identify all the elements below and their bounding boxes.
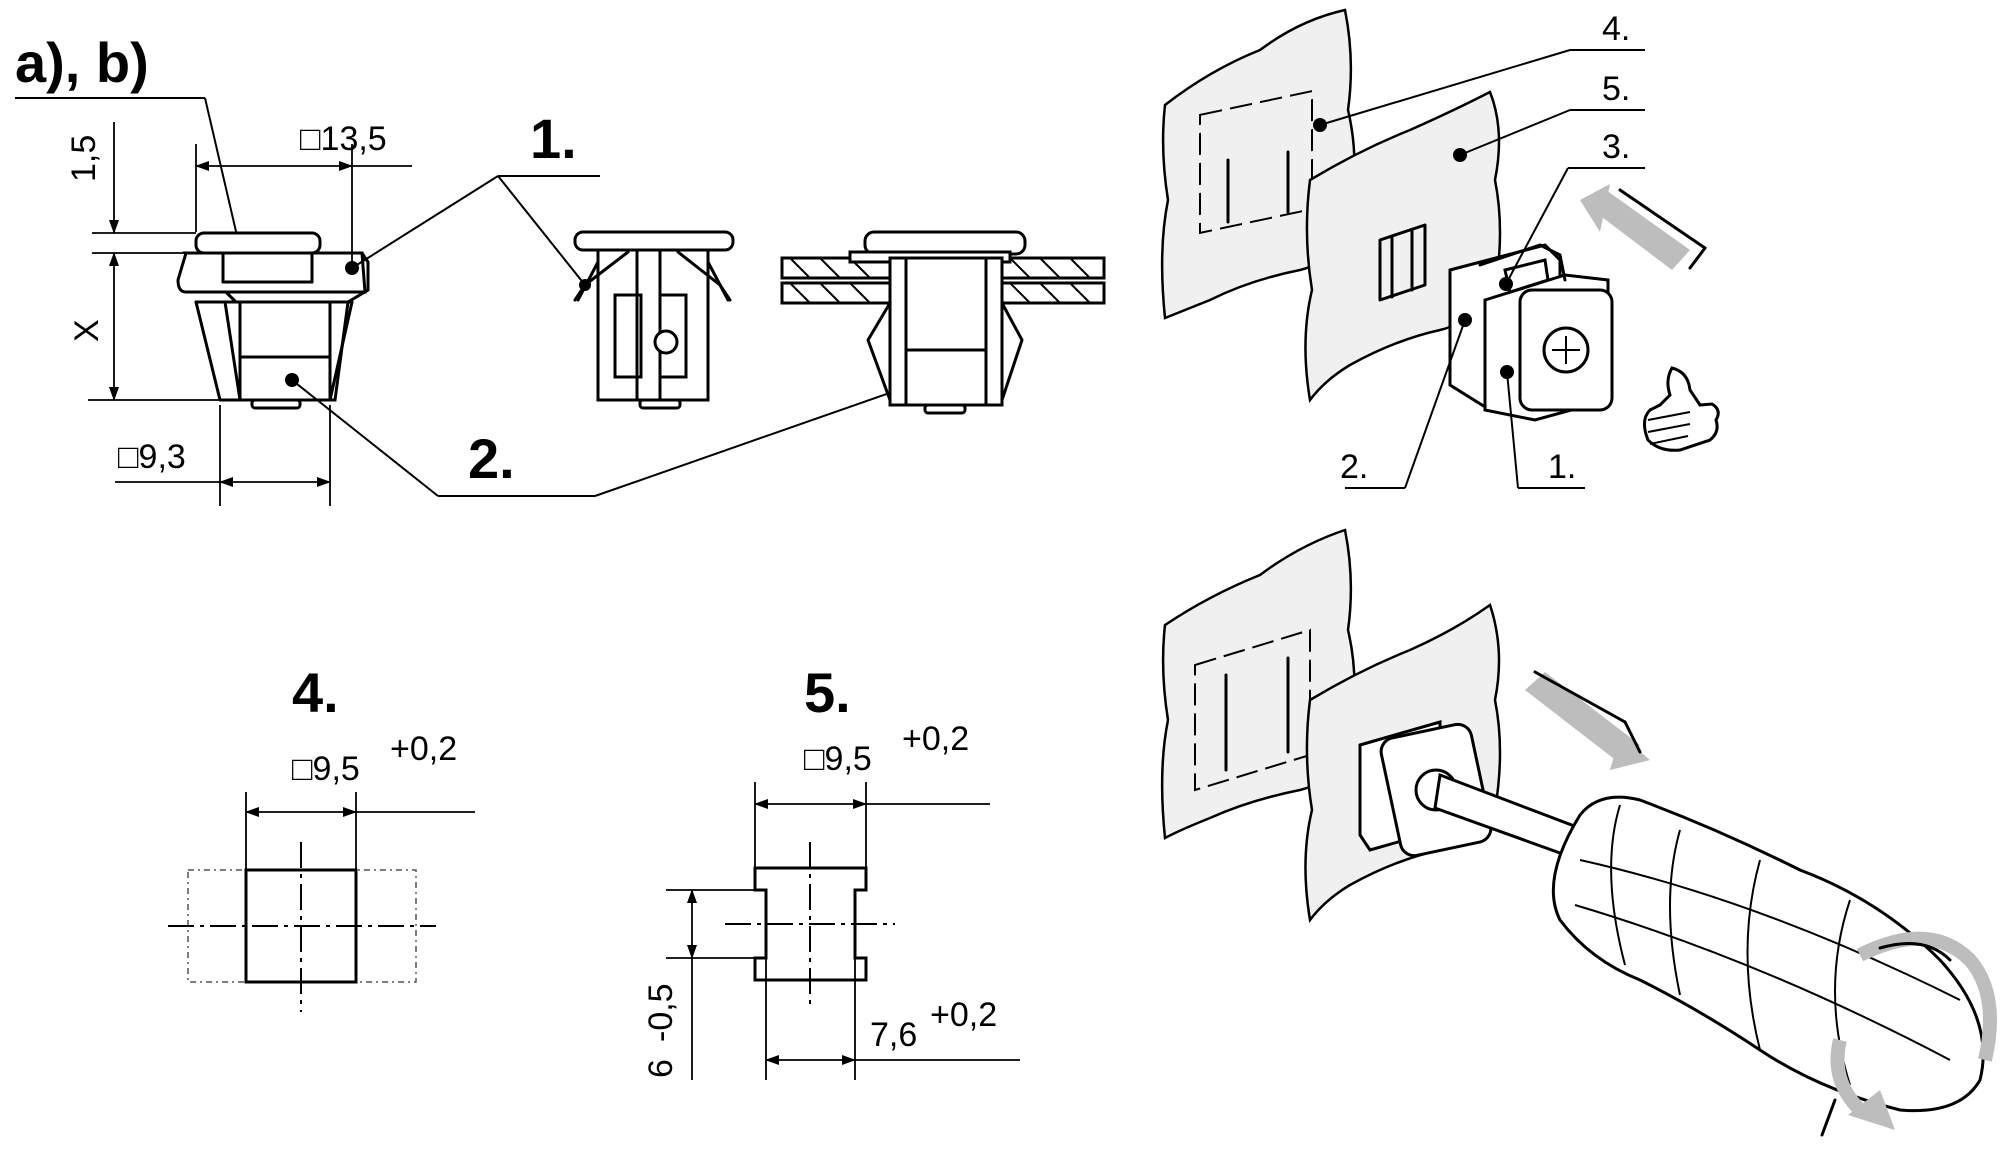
callout-2b: 2. bbox=[1340, 448, 1368, 486]
tol-7: +0,2 bbox=[930, 996, 997, 1034]
tol-b: +0,2 bbox=[902, 720, 969, 758]
label-1: 1. bbox=[530, 107, 577, 170]
dim-9-5-b: □9,5 bbox=[804, 740, 872, 778]
cage-nut-installed-view bbox=[780, 230, 1106, 415]
callout-1: 1. bbox=[351, 107, 600, 291]
cage-nut-front-view: a), b) □13,5 1,5 X bbox=[15, 31, 412, 506]
dim-7-6: 7,6 bbox=[870, 1016, 917, 1054]
hole-5-drawing: 5. □9,5 +0,2 6 -0,5 7,6 +0,2 bbox=[642, 661, 1020, 1080]
label-4: 4. bbox=[292, 661, 339, 724]
callout-1b: 1. bbox=[1548, 448, 1576, 486]
removal-illustration bbox=[1160, 528, 1997, 1137]
label-ab: a), b) bbox=[15, 31, 149, 94]
dim-1-5: 1,5 bbox=[65, 135, 103, 182]
callout-3: 3. bbox=[1602, 128, 1630, 166]
label-2: 2. bbox=[468, 427, 515, 490]
label-5: 5. bbox=[804, 661, 851, 724]
thumbs-up-icon bbox=[1643, 366, 1720, 452]
dim-9-3: □9,3 bbox=[118, 438, 186, 476]
callout-5: 5. bbox=[1602, 70, 1630, 108]
dim-13-5: □13,5 bbox=[300, 120, 387, 158]
dim-x: X bbox=[68, 319, 106, 342]
hole-4-drawing: 4. □9,5 +0,2 bbox=[168, 661, 475, 1012]
dim-6: 6 bbox=[642, 1059, 680, 1078]
dim-9-5-a: □9,5 bbox=[292, 750, 360, 788]
tol-a: +0,2 bbox=[390, 730, 457, 768]
cage-nut-side-view bbox=[573, 230, 735, 410]
tol-6: -0,5 bbox=[642, 983, 680, 1042]
callout-2: 2. bbox=[291, 369, 945, 497]
installation-illustration: 4. 5. 3. 2. 1. bbox=[1160, 8, 1720, 489]
callout-4: 4. bbox=[1602, 10, 1630, 48]
